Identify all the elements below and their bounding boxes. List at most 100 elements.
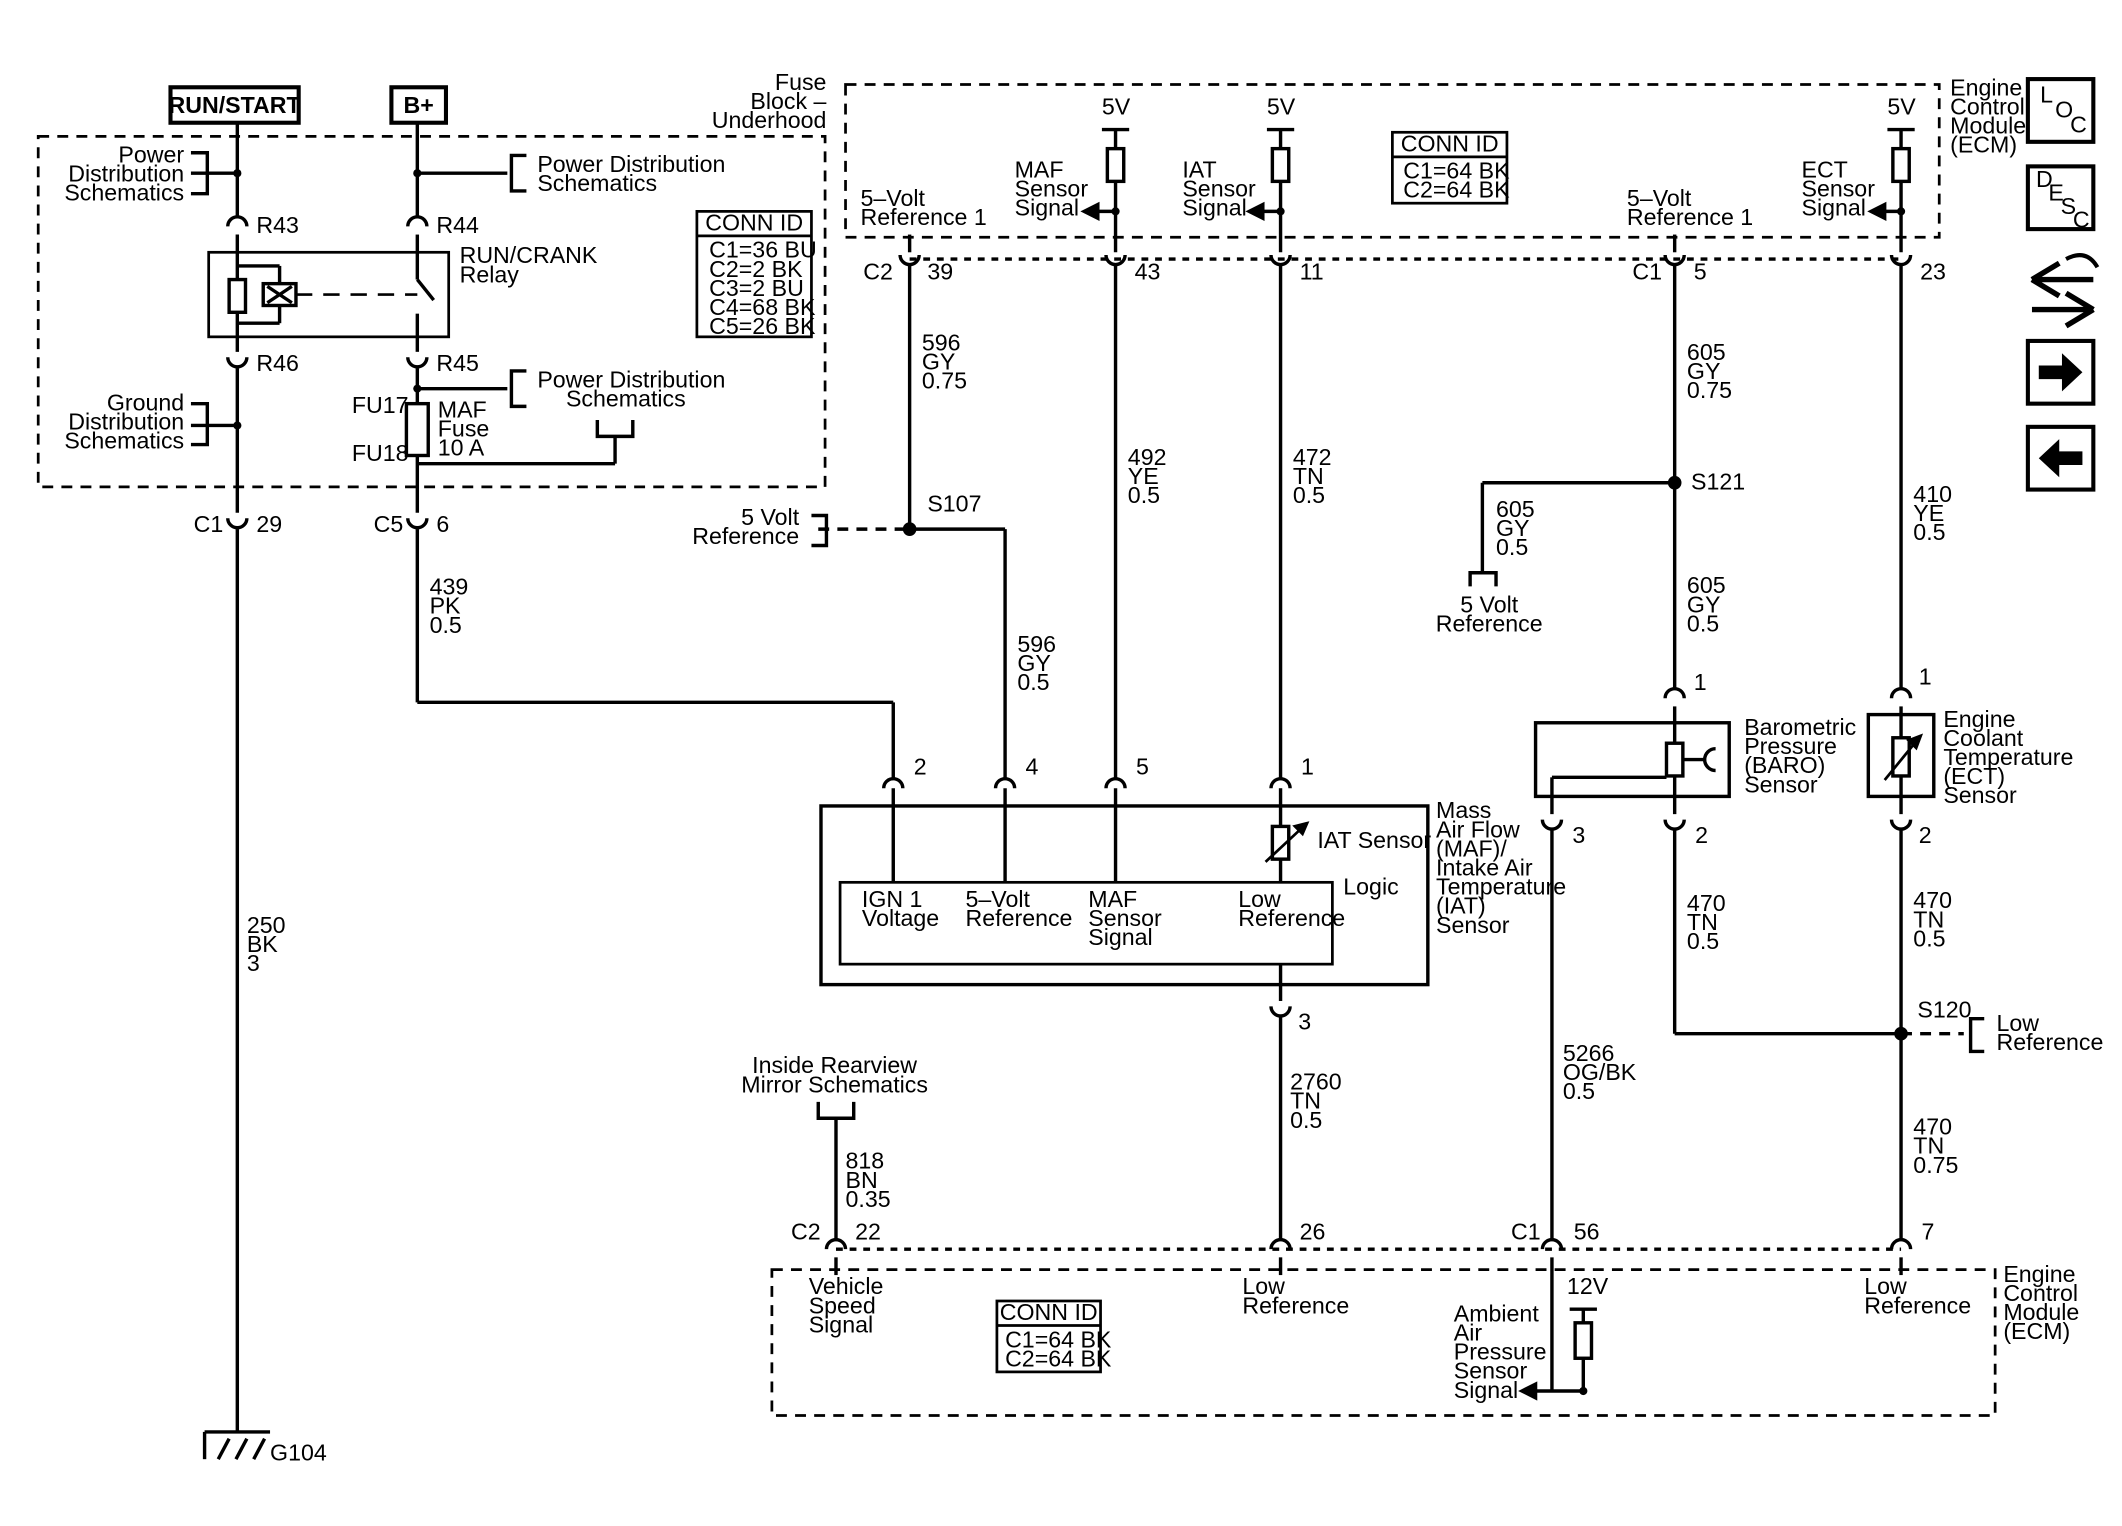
- svg-text:0.5: 0.5: [430, 612, 462, 638]
- svg-text:C1=64 BK: C1=64 BK: [1403, 158, 1510, 184]
- svg-text:Reference: Reference: [1242, 1292, 1349, 1318]
- wire-label: 472 TN 0.5: [1293, 444, 1332, 508]
- low-reference-right: Low Reference: [1997, 1010, 2104, 1055]
- connector-icon[interactable]: [2030, 253, 2100, 329]
- svg-text:Low: Low: [1242, 1273, 1285, 1299]
- svg-text:Low: Low: [1997, 1010, 2040, 1036]
- maf-signal-label: MAF Sensor Signal: [1015, 156, 1089, 220]
- baro-sensor-label: Barometric Pressure (BARO) Sensor: [1744, 714, 1856, 797]
- pin-6-label: 6: [436, 511, 449, 537]
- svg-text:GY: GY: [1017, 650, 1050, 676]
- svg-text:0.5: 0.5: [1128, 482, 1160, 508]
- pin-23-label: 23: [1920, 259, 1946, 285]
- svg-text:0.5: 0.5: [1017, 669, 1049, 695]
- svg-text:Mirror Schematics: Mirror Schematics: [741, 1071, 928, 1097]
- svg-text:TN: TN: [1913, 906, 1944, 932]
- wire-label: 596 GY 0.5: [1017, 631, 1056, 695]
- back-arrow-icon[interactable]: [2025, 424, 2096, 492]
- pin-7-label: 7: [1922, 1219, 1935, 1245]
- vehicle-speed-signal-label: Vehicle Speed Signal: [809, 1273, 884, 1337]
- mirror-schematics-label: Inside Rearview Mirror Schematics: [741, 1052, 928, 1097]
- svg-text:5 Volt: 5 Volt: [741, 504, 800, 530]
- svg-text:250: 250: [247, 912, 286, 938]
- svg-text:Power Distribution: Power Distribution: [537, 366, 725, 392]
- pin-39-label: 39: [927, 259, 953, 285]
- wire-label: 439 PK 0.5: [430, 574, 469, 638]
- conn-c2-label: C2: [863, 259, 893, 285]
- svg-text:Sensor: Sensor: [1088, 905, 1162, 931]
- run-start-label: RUN/START: [168, 85, 301, 125]
- loc-button[interactable]: L O C: [2025, 77, 2096, 144]
- ground-distribution-label: Ground Distribution Schematics: [64, 389, 184, 453]
- conn-id-table-ecm-bottom: CONN ID C1=64 BK C2=64 BK: [995, 1299, 1112, 1374]
- svg-text:0.5: 0.5: [1913, 925, 1945, 951]
- conn-id-table-relay-block: CONN ID C1=36 BU C2=2 BK C3=2 BU C4=68 B…: [695, 209, 817, 339]
- svg-text:470: 470: [1913, 887, 1952, 913]
- fu17-label: FU17: [352, 392, 409, 418]
- svg-text:(ECT): (ECT): [1943, 763, 2005, 789]
- svg-text:Inside Rearview: Inside Rearview: [752, 1052, 917, 1078]
- s107-label: S107: [927, 490, 981, 516]
- wire-lines: [36, 83, 1997, 1460]
- forward-arrow-icon[interactable]: [2025, 338, 2096, 406]
- wire-label: 250 BK 3: [247, 912, 286, 976]
- svg-text:Reference: Reference: [966, 905, 1073, 931]
- svg-text:GY: GY: [1496, 515, 1529, 541]
- baro-sensor: [1533, 721, 1731, 799]
- svg-text:Schematics: Schematics: [537, 170, 657, 196]
- svg-text:(ECM): (ECM): [2003, 1318, 2070, 1344]
- pin-56-label: 56: [1574, 1219, 1600, 1245]
- svg-text:0.75: 0.75: [1913, 1152, 1958, 1178]
- ecm-top-label: Engine Control Module (ECM): [1950, 74, 2026, 157]
- desc-button[interactable]: D E S C: [2025, 164, 2096, 233]
- svg-text:Sensor: Sensor: [1454, 1358, 1528, 1384]
- svg-text:L: L: [2040, 81, 2053, 107]
- svg-text:C4=68 BK: C4=68 BK: [709, 294, 816, 320]
- ect-pin-1-label: 1: [1919, 664, 1932, 690]
- low-reference-ecm-1: Low Reference: [1242, 1273, 1349, 1318]
- svg-text:Reference 1: Reference 1: [1627, 204, 1753, 230]
- svg-text:Fuse: Fuse: [775, 69, 827, 95]
- svg-text:Sensor: Sensor: [1943, 782, 2017, 808]
- svg-text:Signal: Signal: [1015, 194, 1079, 220]
- ref-5v-label-1: 5–Volt Reference 1: [861, 185, 987, 230]
- svg-text:Pressure: Pressure: [1744, 733, 1837, 759]
- svg-text:Relay: Relay: [460, 261, 520, 287]
- svg-text:GY: GY: [922, 349, 955, 375]
- s120-label: S120: [1917, 996, 1971, 1022]
- conn-c1-29-label: C1: [194, 511, 224, 537]
- svg-text:Engine: Engine: [1943, 706, 2015, 732]
- iat-sensor-label: IAT Sensor: [1317, 827, 1431, 853]
- svg-text:Engine: Engine: [2003, 1261, 2075, 1287]
- svg-text:RUN/CRANK: RUN/CRANK: [460, 242, 598, 268]
- svg-text:O: O: [2055, 96, 2073, 122]
- baro-pin-3-label: 3: [1572, 822, 1585, 848]
- svg-text:0.75: 0.75: [1687, 377, 1732, 403]
- svg-text:Voltage: Voltage: [862, 905, 939, 931]
- wire-label: 492 YE 0.5: [1128, 444, 1167, 508]
- five-volt-ref-box-label: 5–Volt Reference: [966, 886, 1073, 931]
- svg-text:Low: Low: [1864, 1273, 1907, 1299]
- five-volt-reference-left: 5 Volt Reference: [692, 504, 799, 549]
- svg-text:Speed: Speed: [809, 1292, 876, 1318]
- svg-text:BK: BK: [247, 931, 278, 957]
- s121-label: S121: [1691, 469, 1745, 495]
- svg-text:C2=64 BK: C2=64 BK: [1005, 1345, 1112, 1371]
- svg-text:Block –: Block –: [750, 88, 826, 114]
- svg-text:(IAT): (IAT): [1436, 893, 1486, 919]
- svg-text:Signal: Signal: [1801, 194, 1865, 220]
- pin-29-label: 29: [256, 511, 282, 537]
- svg-text:Schematics: Schematics: [566, 385, 686, 411]
- svg-text:Engine: Engine: [1950, 74, 2022, 100]
- svg-text:Intake Air: Intake Air: [1436, 855, 1533, 881]
- svg-text:YE: YE: [1913, 500, 1944, 526]
- conn-c1-label: C1: [1632, 259, 1662, 285]
- svg-text:Temperature: Temperature: [1943, 744, 2073, 770]
- svg-text:Signal: Signal: [1182, 194, 1246, 220]
- svg-text:0.5: 0.5: [1290, 1107, 1322, 1133]
- svg-text:(MAF)/: (MAF)/: [1436, 835, 1507, 861]
- svg-text:Reference: Reference: [1997, 1029, 2104, 1055]
- splice-s107: [902, 522, 917, 536]
- svg-text:2760: 2760: [1290, 1069, 1342, 1095]
- ect-pin-2-label: 2: [1919, 822, 1932, 848]
